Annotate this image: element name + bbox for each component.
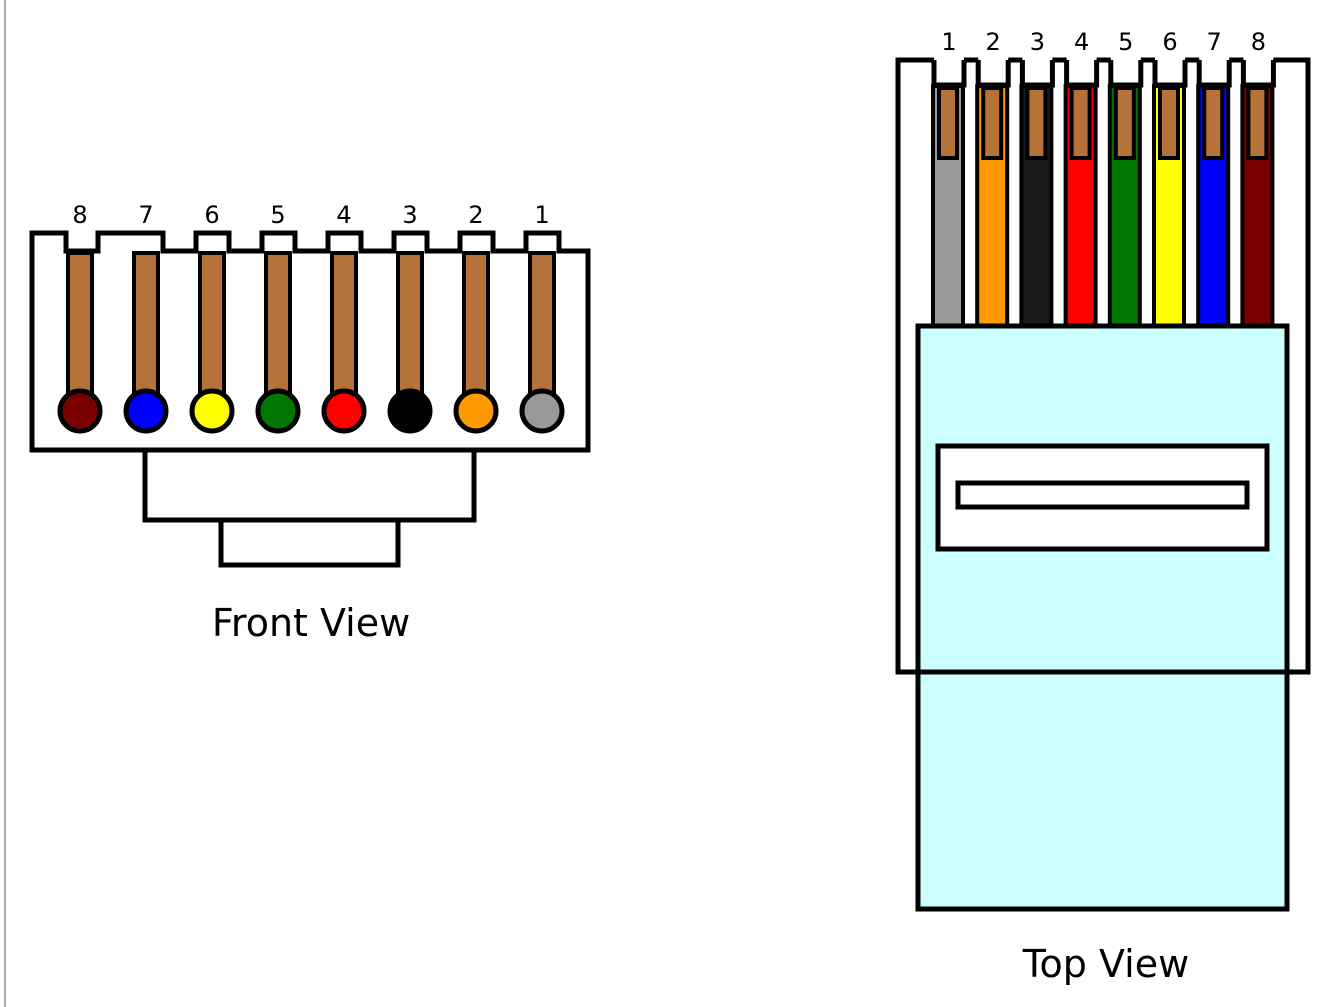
top-pin-label-3: 3 [1030,28,1045,56]
front-wire-dot-3 [387,388,433,434]
front-wire-dot-1 [519,388,565,434]
front-contact-3 [396,251,424,397]
top-pin-label-6: 6 [1162,28,1177,56]
top-contact-4 [1069,86,1092,160]
front-contact-7 [132,251,160,397]
top-notch-gap-2 [978,57,1009,85]
top-contact-1 [937,86,959,160]
front-latch-tab [218,517,401,568]
top-contact-3 [1025,86,1048,160]
front-pin-label-8: 8 [72,201,87,229]
front-contact-5 [264,251,292,397]
top-contact-8 [1246,86,1269,160]
front-contact-2 [462,251,490,397]
front-view-caption: Front View [212,601,410,645]
top-boot [915,323,1290,912]
top-wires [931,84,1275,332]
top-notch-gap-1 [934,57,964,85]
front-wire-dot-6 [189,388,235,434]
front-contact-8 [66,251,94,397]
front-pin-label-7: 7 [138,201,153,229]
top-contact-7 [1202,86,1225,160]
top-pin-label-5: 5 [1118,28,1133,56]
front-wire-dot-5 [255,388,301,434]
top-latch-slot [955,480,1250,510]
front-pin-label-5: 5 [270,201,285,229]
front-pin-label-2: 2 [468,201,483,229]
front-pin-label-4: 4 [336,201,351,229]
top-pin-label-7: 7 [1207,28,1222,56]
top-notch-gap-4 [1066,57,1097,85]
top-view-caption: Top View [1022,942,1189,986]
front-connector-body [29,230,591,453]
top-notch-gap-7 [1199,57,1230,85]
front-pin-label-3: 3 [402,201,417,229]
top-pin-label-2: 2 [986,28,1001,56]
top-pin-label-1: 1 [941,28,956,56]
front-pins: 8 7 6 5 4 3 2 1 [57,201,565,434]
top-notch-gap-6 [1155,57,1185,85]
front-contact-4 [330,251,358,397]
top-notch-gap-8 [1243,57,1274,85]
top-view: 1 2 3 4 5 6 7 8 Top View [895,28,1311,986]
front-wire-dot-7 [123,388,169,434]
top-pin-labels: 1 2 3 4 5 6 7 8 [941,28,1266,56]
top-contact-6 [1158,86,1180,160]
top-notch-gap-5 [1110,57,1141,85]
front-pin-label-1: 1 [534,201,549,229]
front-wire-dot-8 [57,388,103,434]
front-latch-base [142,447,477,523]
front-wire-dot-2 [453,388,499,434]
top-notches [931,57,1276,88]
top-contact-5 [1113,86,1136,160]
front-pin-label-6: 6 [204,201,219,229]
front-wire-dot-4 [321,388,367,434]
top-contact-2 [981,86,1004,160]
front-contact-1 [528,251,556,397]
top-notch-gap-3 [1022,57,1053,85]
top-pin-label-4: 4 [1074,28,1089,56]
front-contact-6 [198,251,226,397]
top-pin-label-8: 8 [1251,28,1266,56]
front-view: 8 7 6 5 4 3 2 1 Front View [29,201,591,645]
